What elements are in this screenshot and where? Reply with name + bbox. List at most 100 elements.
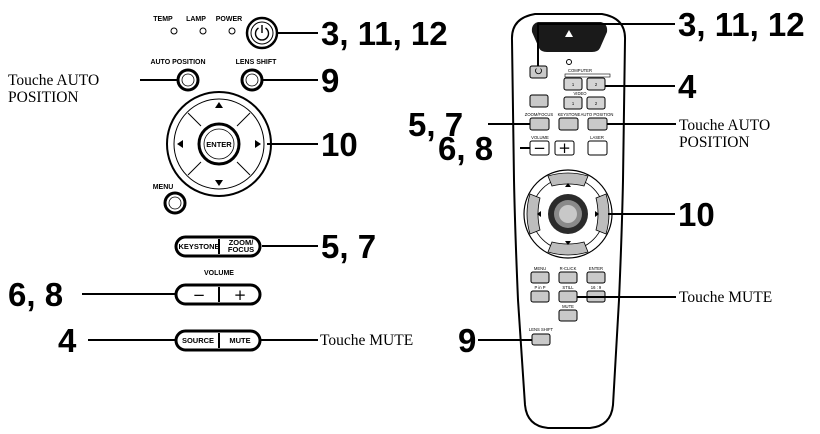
callout-panel-keystone-zoom: 5, 7 bbox=[321, 228, 376, 265]
panel-volume-rocker[interactable]: − + bbox=[174, 283, 262, 306]
arrow-left-icon bbox=[177, 140, 183, 148]
panel-mute-label: MUTE bbox=[229, 336, 250, 345]
remote-power-button[interactable] bbox=[529, 65, 548, 79]
callout-remote-auto-position-1: Touche AUTO bbox=[679, 117, 770, 134]
callout-panel-mute: Touche MUTE bbox=[320, 332, 413, 349]
panel-enter-button[interactable]: ENTER bbox=[197, 122, 241, 166]
remote-video-2-button[interactable] bbox=[586, 96, 606, 110]
remote-arrow-down-icon bbox=[565, 241, 571, 245]
remote-volume-minus-label: − bbox=[533, 139, 546, 157]
remote-computer-2-button[interactable] bbox=[586, 77, 606, 91]
remote-arrow-left-icon bbox=[537, 211, 541, 217]
remote-keystone-label: KEYSTONE bbox=[558, 112, 581, 117]
power-indicator-led bbox=[228, 27, 236, 35]
panel-source-label: SOURCE bbox=[182, 336, 214, 345]
lamp-indicator-label: LAMP bbox=[186, 16, 206, 23]
remote-enter-button[interactable] bbox=[586, 271, 606, 284]
remote-video-1-label: 1 bbox=[572, 101, 575, 106]
remote-mute-label: MUTE bbox=[562, 304, 574, 309]
callout-panel-auto-position-1: Touche AUTO bbox=[8, 72, 99, 89]
remote-volume-plus-label: + bbox=[558, 139, 571, 157]
remote-zoom-focus-label: ZOOM/FOCUS bbox=[525, 112, 554, 117]
callout-panel-enter: 10 bbox=[321, 126, 358, 163]
remote-mute-button[interactable] bbox=[558, 309, 578, 322]
panel-volume-plus: + bbox=[234, 286, 247, 304]
panel-enter-label: ENTER bbox=[206, 140, 232, 149]
control-panel: TEMP LAMP POWER AUTO POSITION LENS SHIFT bbox=[150, 16, 279, 352]
remote-pinp-label: P in P bbox=[534, 285, 545, 290]
remote-source-button[interactable] bbox=[529, 94, 549, 108]
panel-auto-position-label: AUTO POSITION bbox=[150, 59, 205, 66]
arrow-up-icon bbox=[215, 102, 223, 108]
panel-power-button[interactable] bbox=[245, 16, 279, 50]
panel-lens-shift-button[interactable] bbox=[240, 68, 264, 92]
callout-panel-auto-position-2: POSITION bbox=[8, 89, 79, 106]
panel-menu-button[interactable] bbox=[163, 191, 187, 215]
remote-callouts: 3, 11, 12 4 5, 7 6, 8 Touche AUTO POSITI… bbox=[408, 6, 805, 359]
remote-video-2-label: 2 bbox=[595, 101, 598, 106]
remote-computer-1-button[interactable] bbox=[563, 77, 583, 91]
remote-menu-label: MENU bbox=[534, 266, 546, 271]
remote-joystick[interactable] bbox=[548, 194, 588, 234]
temp-indicator-label: TEMP bbox=[153, 16, 173, 23]
remote-pinp-button[interactable] bbox=[530, 290, 550, 303]
lamp-indicator-led bbox=[199, 27, 207, 35]
remote-still-label: STILL bbox=[562, 285, 574, 290]
remote-menu-button[interactable] bbox=[530, 271, 550, 284]
callout-panel-lens-shift: 9 bbox=[321, 62, 339, 99]
remote-ratio-label: 16 : 9 bbox=[591, 285, 602, 290]
panel-focus-label: FOCUS bbox=[228, 245, 254, 254]
remote-logo-icon bbox=[565, 30, 573, 37]
remote-computer-label: COMPUTER bbox=[568, 68, 592, 73]
panel-lens-shift-label: LENS SHIFT bbox=[236, 59, 278, 66]
callout-panel-power: 3, 11, 12 bbox=[321, 15, 448, 52]
remote-lens-shift-label: LENS SHIFT bbox=[529, 327, 554, 332]
remote-indicator-led bbox=[566, 59, 572, 65]
remote-volume-label: VOLUME bbox=[531, 135, 549, 140]
callout-remote-auto-position-2: POSITION bbox=[679, 134, 750, 151]
remote-rclick-label: R-CLICK bbox=[560, 266, 577, 271]
remote-still-button[interactable] bbox=[558, 290, 578, 303]
remote-video-1-button[interactable] bbox=[563, 96, 583, 110]
panel-auto-position-button[interactable] bbox=[176, 68, 200, 92]
callout-remote-volume: 6, 8 bbox=[438, 130, 493, 167]
panel-mute-button[interactable]: MUTE bbox=[229, 336, 250, 345]
callout-remote-source: 4 bbox=[678, 68, 697, 105]
panel-zoom-label: ZOOM/ bbox=[229, 238, 254, 247]
callout-remote-lens-shift: 9 bbox=[458, 322, 476, 359]
callout-panel-source: 4 bbox=[58, 322, 77, 359]
remote-keystone-button[interactable] bbox=[558, 117, 579, 131]
panel-callouts: 3, 11, 12 9 Touche AUTO POSITION 10 5, 7… bbox=[8, 15, 448, 359]
remote-lens-shift-button[interactable] bbox=[531, 333, 551, 346]
panel-zoom-focus-button[interactable]: ZOOM/ FOCUS bbox=[228, 238, 254, 254]
remote-enter-label: ENTER bbox=[589, 266, 603, 271]
arrow-down-icon bbox=[215, 180, 223, 186]
remote-rclick-button[interactable] bbox=[558, 271, 578, 284]
remote-laser-label: LASER bbox=[590, 135, 604, 140]
remote-power-icon bbox=[535, 68, 542, 75]
panel-keystone-label: KEYSTONE bbox=[178, 242, 219, 251]
power-button-label: POWER bbox=[216, 16, 242, 23]
callout-remote-power: 3, 11, 12 bbox=[678, 6, 805, 43]
remote-arrow-up-icon bbox=[565, 183, 571, 187]
panel-volume-label: VOLUME bbox=[204, 270, 234, 277]
callout-remote-mute: Touche MUTE bbox=[679, 289, 772, 306]
callout-remote-keystone-zoom: 5, 7 bbox=[408, 106, 463, 143]
remote-volume-plus-button[interactable] bbox=[554, 140, 575, 156]
power-icon bbox=[254, 27, 270, 41]
temp-indicator-led bbox=[170, 27, 178, 35]
remote-computer-1-label: 1 bbox=[572, 82, 575, 87]
panel-volume-minus: − bbox=[193, 286, 206, 304]
panel-menu-label: MENU bbox=[153, 184, 174, 191]
remote-laser-button[interactable] bbox=[587, 140, 608, 156]
remote-zoom-focus-button[interactable] bbox=[529, 117, 550, 131]
arrow-right-icon bbox=[255, 140, 261, 148]
callout-panel-volume: 6, 8 bbox=[8, 276, 63, 313]
remote-auto-position-button[interactable] bbox=[587, 117, 608, 131]
panel-keystone-button[interactable]: KEYSTONE bbox=[174, 235, 262, 258]
remote-control: COMPUTER 1 2 VIDEO 1 2 ZOOM/FOCUS KEYSTO… bbox=[510, 13, 627, 429]
remote-auto-position-label: AUTO POSITION bbox=[581, 112, 614, 117]
remote-computer-2-label: 2 bbox=[595, 82, 598, 87]
remote-arrow-right-icon bbox=[595, 211, 599, 217]
